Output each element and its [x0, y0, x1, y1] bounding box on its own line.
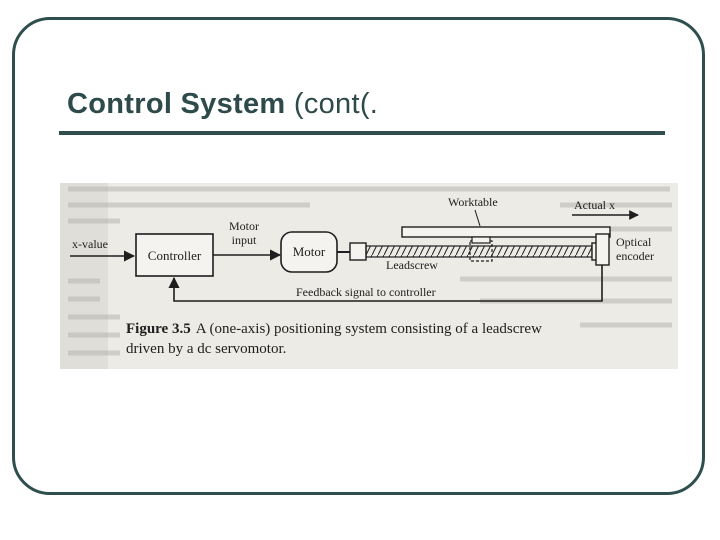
label-optical: Optical — [616, 235, 652, 249]
slide-title-bold: Control System — [67, 88, 286, 120]
label-feedback: Feedback signal to controller — [296, 285, 436, 299]
slide-title: Control System (cont(. — [67, 88, 378, 121]
label-x-value: x-value — [72, 237, 108, 251]
label-controller: Controller — [148, 248, 202, 263]
feedback-path — [168, 265, 603, 302]
label-motor: Motor — [293, 244, 326, 259]
bleed-through-text — [68, 186, 672, 356]
figure-caption-line1: Figure 3.5 A (one-axis) positioning syste… — [126, 321, 542, 337]
figure-photo: x-value Controller Motor input Motor Lea… — [60, 183, 678, 369]
positioning-system-diagram: x-value Controller Motor input Motor Lea… — [60, 183, 678, 369]
paper-shadow — [60, 183, 108, 369]
caption-text-1: A (one-axis) positioning system consisti… — [196, 321, 542, 337]
label-actual-x: Actual x — [574, 198, 615, 212]
leadscrew — [365, 245, 593, 258]
label-leadscrew: Leadscrew — [386, 258, 438, 272]
optical-encoder — [595, 233, 610, 266]
worktable-leader — [474, 209, 481, 227]
label-motor-input-2: input — [232, 233, 257, 247]
title-underline — [59, 131, 665, 135]
slide-title-rest: (cont(. — [285, 88, 379, 120]
worktable-bracket — [471, 236, 491, 244]
label-encoder: encoder — [616, 249, 654, 263]
coupling — [349, 242, 367, 261]
worktable — [401, 226, 611, 238]
label-worktable: Worktable — [448, 195, 498, 209]
label-motor-input-1: Motor — [229, 219, 259, 233]
caption-figure-number: Figure 3.5 — [126, 321, 191, 337]
caption-text-2: driven by a dc servomotor. — [126, 341, 286, 357]
